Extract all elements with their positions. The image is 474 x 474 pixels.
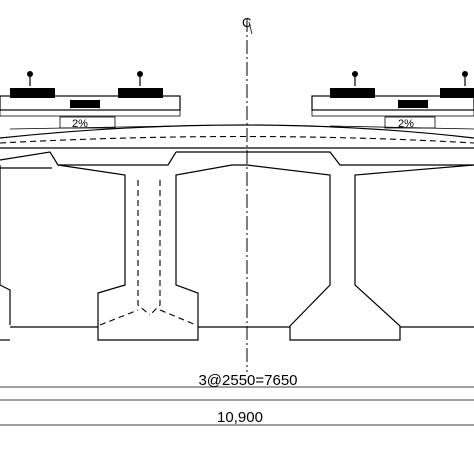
right-rail-b-head: [462, 71, 468, 77]
left-rail-a-head: [27, 71, 33, 77]
right-rail-a-head: [352, 71, 358, 77]
diaphragm-hidden-left: [137, 180, 151, 316]
centerline-mark: C: [242, 15, 251, 30]
right-track-slab: [311, 95, 474, 111]
girder-two-outline: [150, 164, 247, 341]
dim-total-width: 10,900: [217, 409, 263, 426]
diaphragm-hidden-right: [149, 180, 161, 316]
right-rail-fastener-b: [440, 88, 474, 98]
right-rail-fastener-a: [330, 88, 375, 98]
centerline-mark-stroke: [248, 21, 253, 35]
right-track-base: [311, 109, 474, 117]
left-rail-b-head: [137, 71, 143, 77]
left-track-assembly: 2%: [0, 71, 181, 130]
diaphragm-hidden-bottom-left: [99, 309, 139, 326]
left-sleeper-cross: [69, 99, 101, 109]
right-web-haunch: [176, 151, 474, 166]
left-rail-fastener-b: [118, 88, 163, 98]
left-rail-fastener-a: [10, 88, 55, 98]
right-sleeper-cross: [397, 99, 429, 109]
girder-four-outline: [350, 164, 474, 341]
slope-left-label: 2%: [72, 118, 88, 130]
left-slope-box: [59, 116, 116, 129]
diaphragm-hidden-bottom-right: [159, 309, 197, 326]
left-track-base: [0, 109, 181, 117]
right-slope-line: [329, 125, 474, 130]
left-web-haunch: [0, 151, 177, 166]
left-edge-girder: [0, 165, 11, 325]
girder-one-outline: [57, 164, 150, 341]
girder-three-outline: [246, 164, 350, 341]
deck-top-surface: [0, 124, 474, 139]
slope-right-label: 2%: [398, 118, 414, 130]
deck-hidden-line: [0, 135, 474, 144]
right-track-assembly: 2%: [311, 71, 474, 130]
dim-girder-spacing: 3@2550=7650: [198, 372, 297, 389]
left-slope-line: [9, 125, 176, 130]
